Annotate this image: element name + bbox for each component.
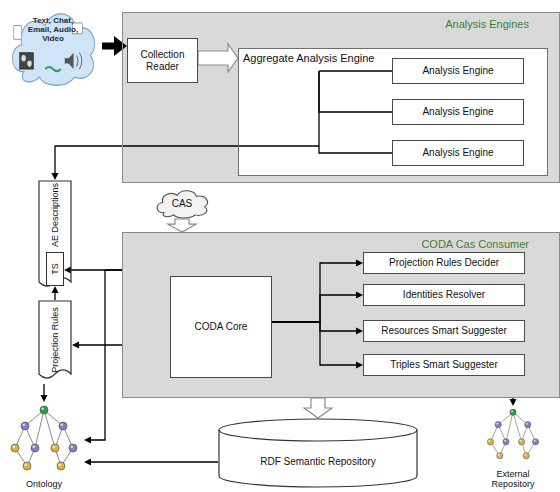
node-label: Analysis Engine — [422, 147, 493, 159]
repository-cylinder: RDF Semantic Repository — [218, 418, 418, 488]
hollow-arrow — [168, 219, 196, 232]
document-shape: AE DescriptionsTS — [38, 180, 72, 292]
connector — [319, 71, 392, 153]
vertical-label: AE Descriptions — [50, 183, 60, 247]
arrow-head — [52, 286, 59, 293]
cas-cloud: CAS — [152, 187, 212, 219]
node-label: CAS — [172, 198, 193, 209]
process-box: Triples Smart Suggester — [363, 354, 525, 376]
connector — [319, 71, 392, 112]
arrow-head — [64, 267, 71, 274]
aggregate-box: Aggregate Analysis EngineAnalysis Engine… — [238, 48, 548, 176]
cloud-label: Text, Chat, Email, Audio, Video — [20, 16, 86, 44]
connector-line — [55, 146, 319, 173]
connector — [272, 322, 363, 369]
connector — [272, 322, 363, 335]
connector-line — [54, 293, 55, 300]
hollow-arrow — [304, 398, 332, 418]
node-label: Analysis Engine — [422, 106, 493, 118]
connector — [168, 219, 196, 232]
arrow-head — [510, 399, 517, 406]
process-box: Identities Resolver — [363, 284, 525, 306]
connector-line — [512, 398, 513, 399]
thick-arrow-shaft — [102, 43, 114, 50]
connector — [198, 44, 238, 72]
connector-line — [319, 71, 392, 153]
node-label: Resources Smart Suggester — [381, 325, 507, 337]
connector — [272, 292, 363, 323]
arrow-head — [114, 36, 127, 56]
arrow-head — [52, 173, 59, 180]
graph-icon — [4, 402, 84, 474]
node-label: Triples Smart Suggester — [390, 359, 497, 371]
process-box: Resources Smart Suggester — [363, 320, 525, 342]
document-shape: Projection Rules — [38, 300, 72, 384]
arrow-head — [72, 342, 79, 349]
connector — [102, 36, 127, 56]
icon-caption: Ontology — [4, 480, 84, 490]
process-box: Analysis Engine — [392, 58, 524, 84]
ts-box: TS — [46, 252, 64, 286]
process-box: Analysis Engine — [392, 140, 524, 166]
connector — [72, 342, 122, 349]
connector — [52, 286, 59, 300]
hollow-arrow — [198, 44, 238, 72]
icon-caption: External Repository — [483, 470, 543, 490]
arrow-head — [41, 395, 48, 402]
connector — [52, 146, 320, 180]
node-label: Projection Rules Decider — [389, 257, 499, 269]
connector — [319, 71, 392, 72]
node-label: Collection Reader — [132, 49, 193, 72]
ontology-icon: External Repository — [468, 406, 558, 490]
connector-line — [91, 270, 122, 440]
repository-label: RDF Semantic Repository — [218, 456, 418, 467]
cylinder-shape — [218, 418, 418, 488]
panel-heading: Analysis Engines — [445, 18, 529, 30]
connector — [84, 459, 218, 466]
ontology-icon: Ontology — [4, 402, 84, 490]
box-heading: Aggregate Analysis Engine — [243, 52, 374, 64]
media-cloud: Text, Chat, Email, Audio, Video — [4, 4, 102, 88]
connector-line — [79, 344, 122, 345]
arrow-head — [356, 362, 363, 369]
connector-line — [319, 71, 392, 112]
vertical-label: TS — [50, 263, 60, 275]
node-label: Identities Resolver — [403, 289, 485, 301]
process-box: Collection Reader — [127, 38, 198, 83]
node-label: Analysis Engine — [422, 65, 493, 77]
connector-line — [91, 461, 218, 462]
connector-line — [272, 322, 356, 331]
connector-line — [272, 322, 356, 365]
connector — [41, 384, 48, 402]
process-box: CODA Core — [170, 276, 272, 378]
arrow-head — [84, 437, 91, 444]
arrow-head — [356, 260, 363, 267]
graph-icon — [468, 406, 558, 462]
connector-line — [319, 70, 392, 71]
connector — [304, 398, 332, 418]
connector — [272, 260, 363, 323]
vertical-label: Projection Rules — [50, 307, 60, 373]
group-panel: CODA Cas ConsumerCODA Core Projection Rul… — [122, 232, 560, 398]
connector-line — [272, 263, 356, 322]
arrow-head — [84, 459, 91, 466]
node-label: CODA Core — [195, 321, 248, 333]
process-box: Projection Rules Decider — [363, 252, 525, 274]
panel-heading: CODA Cas Consumer — [421, 238, 529, 250]
connector — [84, 270, 122, 444]
connector-line — [272, 295, 356, 322]
process-box: Analysis Engine — [392, 99, 524, 125]
arrow-head — [356, 292, 363, 299]
connector — [510, 398, 517, 406]
connector-line — [43, 384, 44, 395]
group-panel: Analysis EnginesCollection Reader Aggrega… — [122, 12, 560, 183]
arrow-head — [356, 328, 363, 335]
